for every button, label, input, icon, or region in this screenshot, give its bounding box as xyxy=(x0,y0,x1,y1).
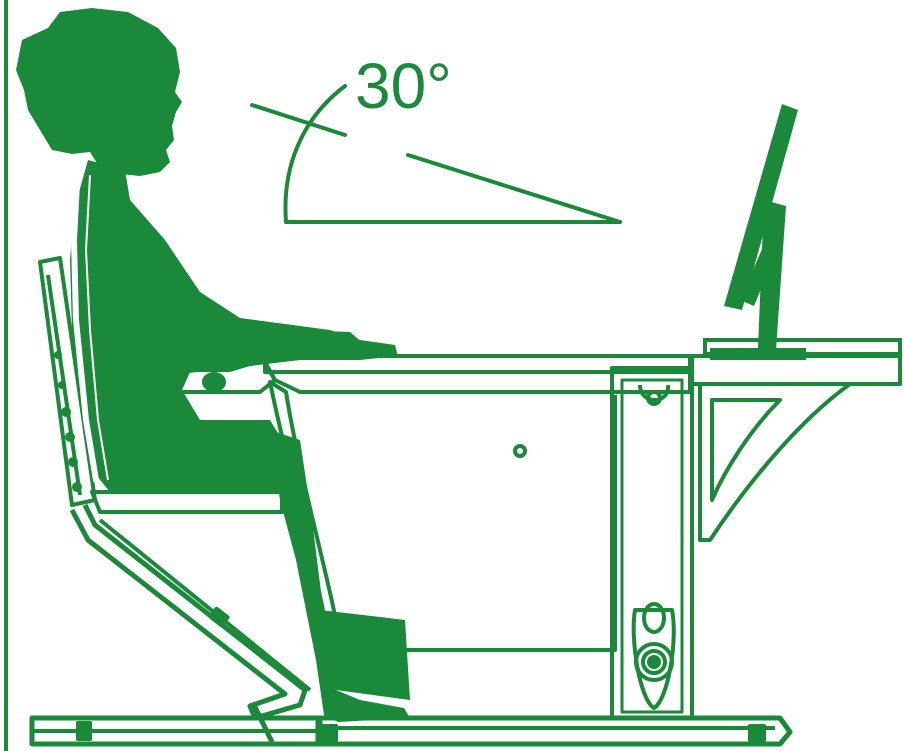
chair-seat xyxy=(92,492,282,512)
angle-arc xyxy=(285,86,345,222)
upper-reference-line xyxy=(252,105,345,135)
tilted-sightline xyxy=(408,155,620,222)
drawer-knob xyxy=(515,446,525,456)
chair-frame xyxy=(72,505,305,718)
desk-foot xyxy=(318,718,790,744)
height-adjust-mechanism xyxy=(634,604,674,708)
desk xyxy=(180,356,900,744)
child-head xyxy=(16,8,182,176)
monitor-shelf xyxy=(692,356,900,384)
angle-label: 30° xyxy=(355,50,452,122)
monitor xyxy=(710,104,806,360)
